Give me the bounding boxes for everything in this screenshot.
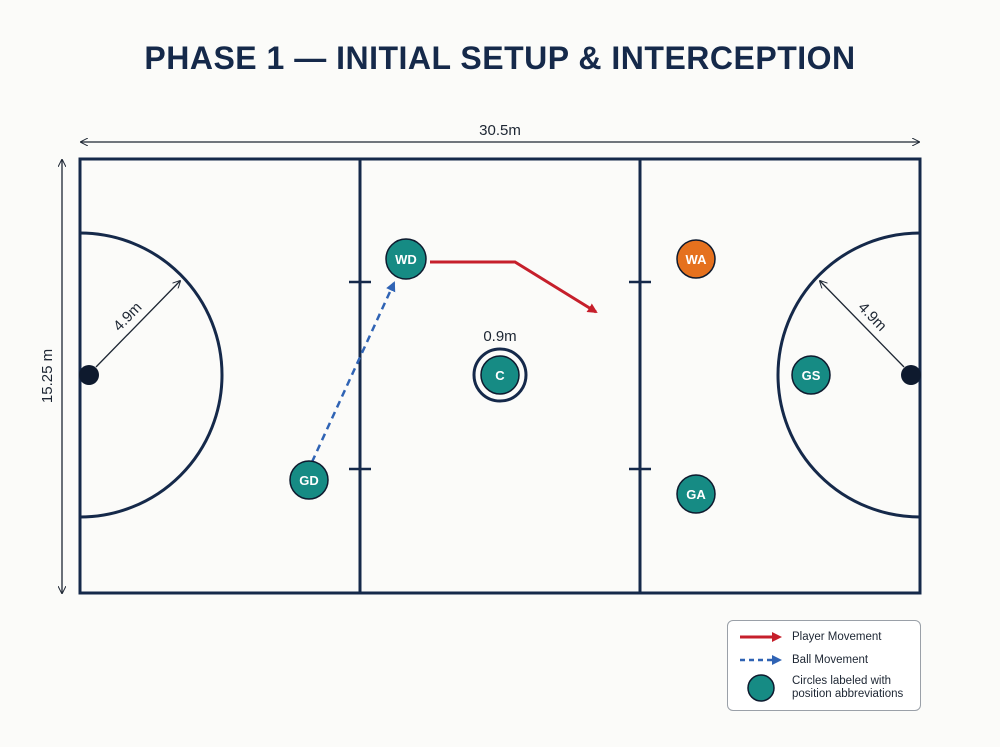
player-wa: WA — [676, 239, 716, 279]
legend-item-player-movement: Player Movement — [738, 629, 881, 645]
width-dimension-label: 15.25 m — [39, 349, 56, 403]
legend-label: Player Movement — [792, 630, 882, 643]
length-dimension-label: 30.5m — [479, 122, 521, 139]
player-gd: GD — [289, 460, 329, 500]
ball-movement-arrow — [310, 281, 396, 463]
legend-label: position abbreviations — [792, 688, 904, 700]
shooting-circle-left — [79, 231, 224, 519]
player-ga: GA — [676, 474, 716, 514]
goal-post-right — [901, 365, 921, 385]
radius-line-left — [95, 281, 180, 368]
player-wd: WD — [385, 238, 427, 280]
ball-movement-legend-icon — [738, 652, 784, 668]
player-movement-legend-icon — [738, 629, 784, 645]
legend-item-circles: Circles labeled with position abbreviati… — [738, 674, 903, 702]
legend-label: Circles labeled with — [792, 675, 892, 687]
player-c: C — [480, 355, 520, 395]
legend-item-ball-movement: Ball Movement — [738, 652, 868, 668]
player-ga-label: GA — [686, 487, 706, 502]
player-c-label: C — [495, 368, 505, 383]
player-circle-legend-icon — [738, 674, 784, 702]
radius-line-right — [820, 281, 905, 368]
player-movement-arrow — [430, 260, 598, 314]
legend-label: Ball Movement — [792, 653, 869, 666]
player-wd-label: WD — [395, 252, 417, 267]
diagram-title: PHASE 1 — INITIAL SETUP & INTERCEPTION — [144, 40, 856, 76]
player-wa-label: WA — [686, 252, 708, 267]
legend: Player Movement Ball Movement Circles la… — [727, 620, 921, 711]
player-gd-label: GD — [299, 473, 319, 488]
player-gs: GS — [791, 355, 831, 395]
goal-post-left — [79, 365, 99, 385]
centre-circle-label: 0.9m — [483, 328, 516, 345]
player-gs-label: GS — [802, 368, 821, 383]
shooting-circle-right — [776, 231, 921, 519]
